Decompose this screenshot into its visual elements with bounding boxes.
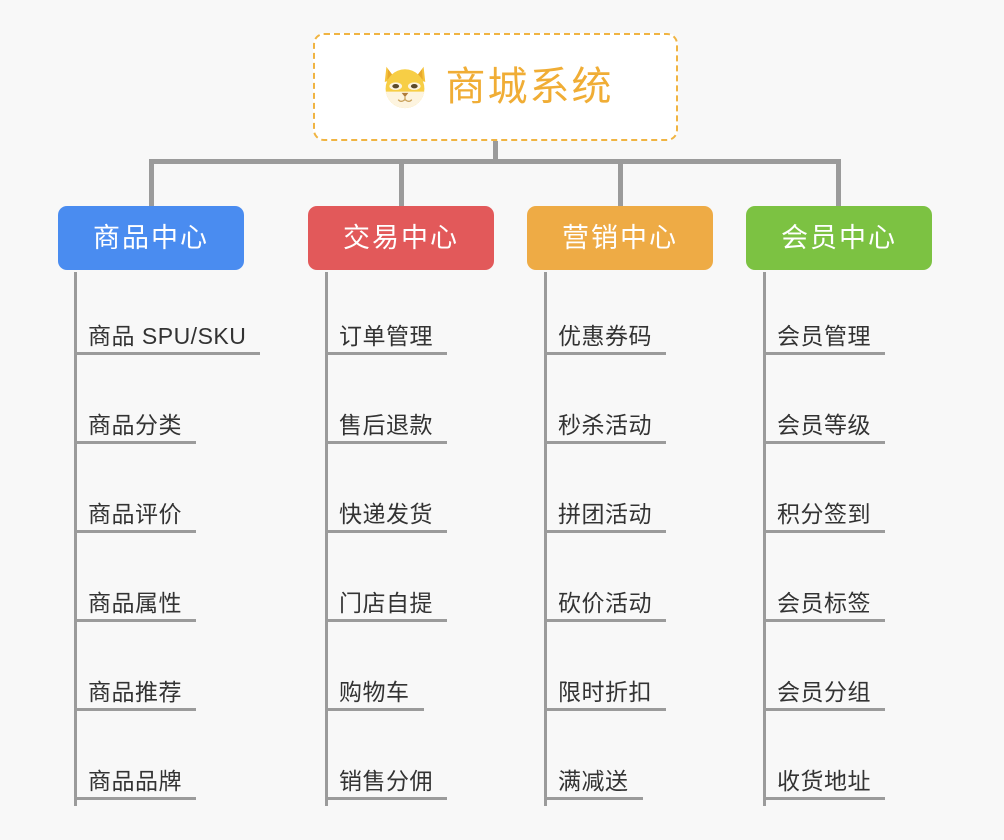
category-label-marketing: 营销中心 xyxy=(562,222,678,253)
leaf-item[interactable]: 购物车 xyxy=(325,669,424,711)
leaf-item[interactable]: 售后退款 xyxy=(325,402,447,444)
leaf-label: 门店自提 xyxy=(339,589,433,616)
category-box-marketing[interactable]: 营销中心 xyxy=(527,206,713,270)
leaf-label: 商品分类 xyxy=(88,411,182,438)
category-label-member: 会员中心 xyxy=(781,222,897,253)
leaf-item[interactable]: 商品评价 xyxy=(74,491,196,533)
leaf-label: 会员等级 xyxy=(777,411,871,438)
category-label-product: 商品中心 xyxy=(93,222,209,253)
leaf-item[interactable]: 优惠券码 xyxy=(544,313,666,355)
leaf-item[interactable]: 收货地址 xyxy=(763,758,885,800)
branch-trunk-marketing xyxy=(544,272,547,806)
leaf-item[interactable]: 商品分类 xyxy=(74,402,196,444)
drop-connector-1 xyxy=(149,159,154,207)
leaf-item[interactable]: 销售分佣 xyxy=(325,758,447,800)
drop-connector-3 xyxy=(618,159,623,207)
leaf-item[interactable]: 商品 SPU/SKU xyxy=(74,313,261,355)
leaf-label: 会员管理 xyxy=(777,322,871,349)
branch-trunk-product xyxy=(74,272,77,806)
shiba-inu-dog-face-icon xyxy=(384,66,425,109)
leaf-label: 购物车 xyxy=(339,678,410,705)
leaf-item[interactable]: 订单管理 xyxy=(325,313,447,355)
leaf-label: 砍价活动 xyxy=(558,589,652,616)
leaf-item[interactable]: 会员管理 xyxy=(763,313,885,355)
leaf-item[interactable]: 会员标签 xyxy=(763,580,885,622)
leaf-label: 商品属性 xyxy=(88,589,182,616)
leaf-item[interactable]: 会员分组 xyxy=(763,669,885,711)
category-label-trade: 交易中心 xyxy=(343,222,459,253)
leaf-item[interactable]: 会员等级 xyxy=(763,402,885,444)
leaf-label: 限时折扣 xyxy=(558,678,652,705)
leaf-label: 收货地址 xyxy=(777,767,871,794)
leaf-item[interactable]: 限时折扣 xyxy=(544,669,666,711)
leaf-item[interactable]: 门店自提 xyxy=(325,580,447,622)
leaf-label: 拼团活动 xyxy=(558,500,652,527)
leaf-item[interactable]: 砍价活动 xyxy=(544,580,666,622)
branch-trunk-member xyxy=(763,272,766,806)
leaf-label: 会员标签 xyxy=(777,589,871,616)
root-title: 商城系统 xyxy=(445,65,614,109)
branch-trunk-trade xyxy=(325,272,328,806)
leaf-label: 满减送 xyxy=(558,767,629,794)
leaf-label: 积分签到 xyxy=(777,500,871,527)
leaf-label: 会员分组 xyxy=(777,678,871,705)
leaf-item[interactable]: 拼团活动 xyxy=(544,491,666,533)
leaf-label: 快递发货 xyxy=(339,500,433,527)
horizontal-bus-connector xyxy=(149,159,841,164)
drop-connector-2 xyxy=(399,159,404,207)
leaf-label: 订单管理 xyxy=(339,322,433,349)
root-stem-connector xyxy=(493,141,498,163)
category-box-member[interactable]: 会员中心 xyxy=(746,206,932,270)
root-node[interactable]: 商城系统 xyxy=(313,33,678,141)
leaf-label: 售后退款 xyxy=(339,411,433,438)
leaf-item[interactable]: 商品推荐 xyxy=(74,669,196,711)
leaf-label: 秒杀活动 xyxy=(558,411,652,438)
leaf-label: 商品品牌 xyxy=(88,767,182,794)
leaf-item[interactable]: 商品品牌 xyxy=(74,758,196,800)
leaf-label: 优惠券码 xyxy=(558,322,652,349)
drop-connector-4 xyxy=(836,159,841,207)
leaf-item[interactable]: 商品属性 xyxy=(74,580,196,622)
leaf-item[interactable]: 快递发货 xyxy=(325,491,447,533)
category-box-product[interactable]: 商品中心 xyxy=(58,206,244,270)
leaf-label: 销售分佣 xyxy=(339,767,433,794)
category-box-trade[interactable]: 交易中心 xyxy=(308,206,494,270)
leaf-item[interactable]: 秒杀活动 xyxy=(544,402,666,444)
leaf-label: 商品评价 xyxy=(88,500,182,527)
leaf-item[interactable]: 满减送 xyxy=(544,758,643,800)
leaf-label: 商品 SPU/SKU xyxy=(88,322,247,349)
leaf-label: 商品推荐 xyxy=(88,678,182,705)
leaf-item[interactable]: 积分签到 xyxy=(763,491,885,533)
